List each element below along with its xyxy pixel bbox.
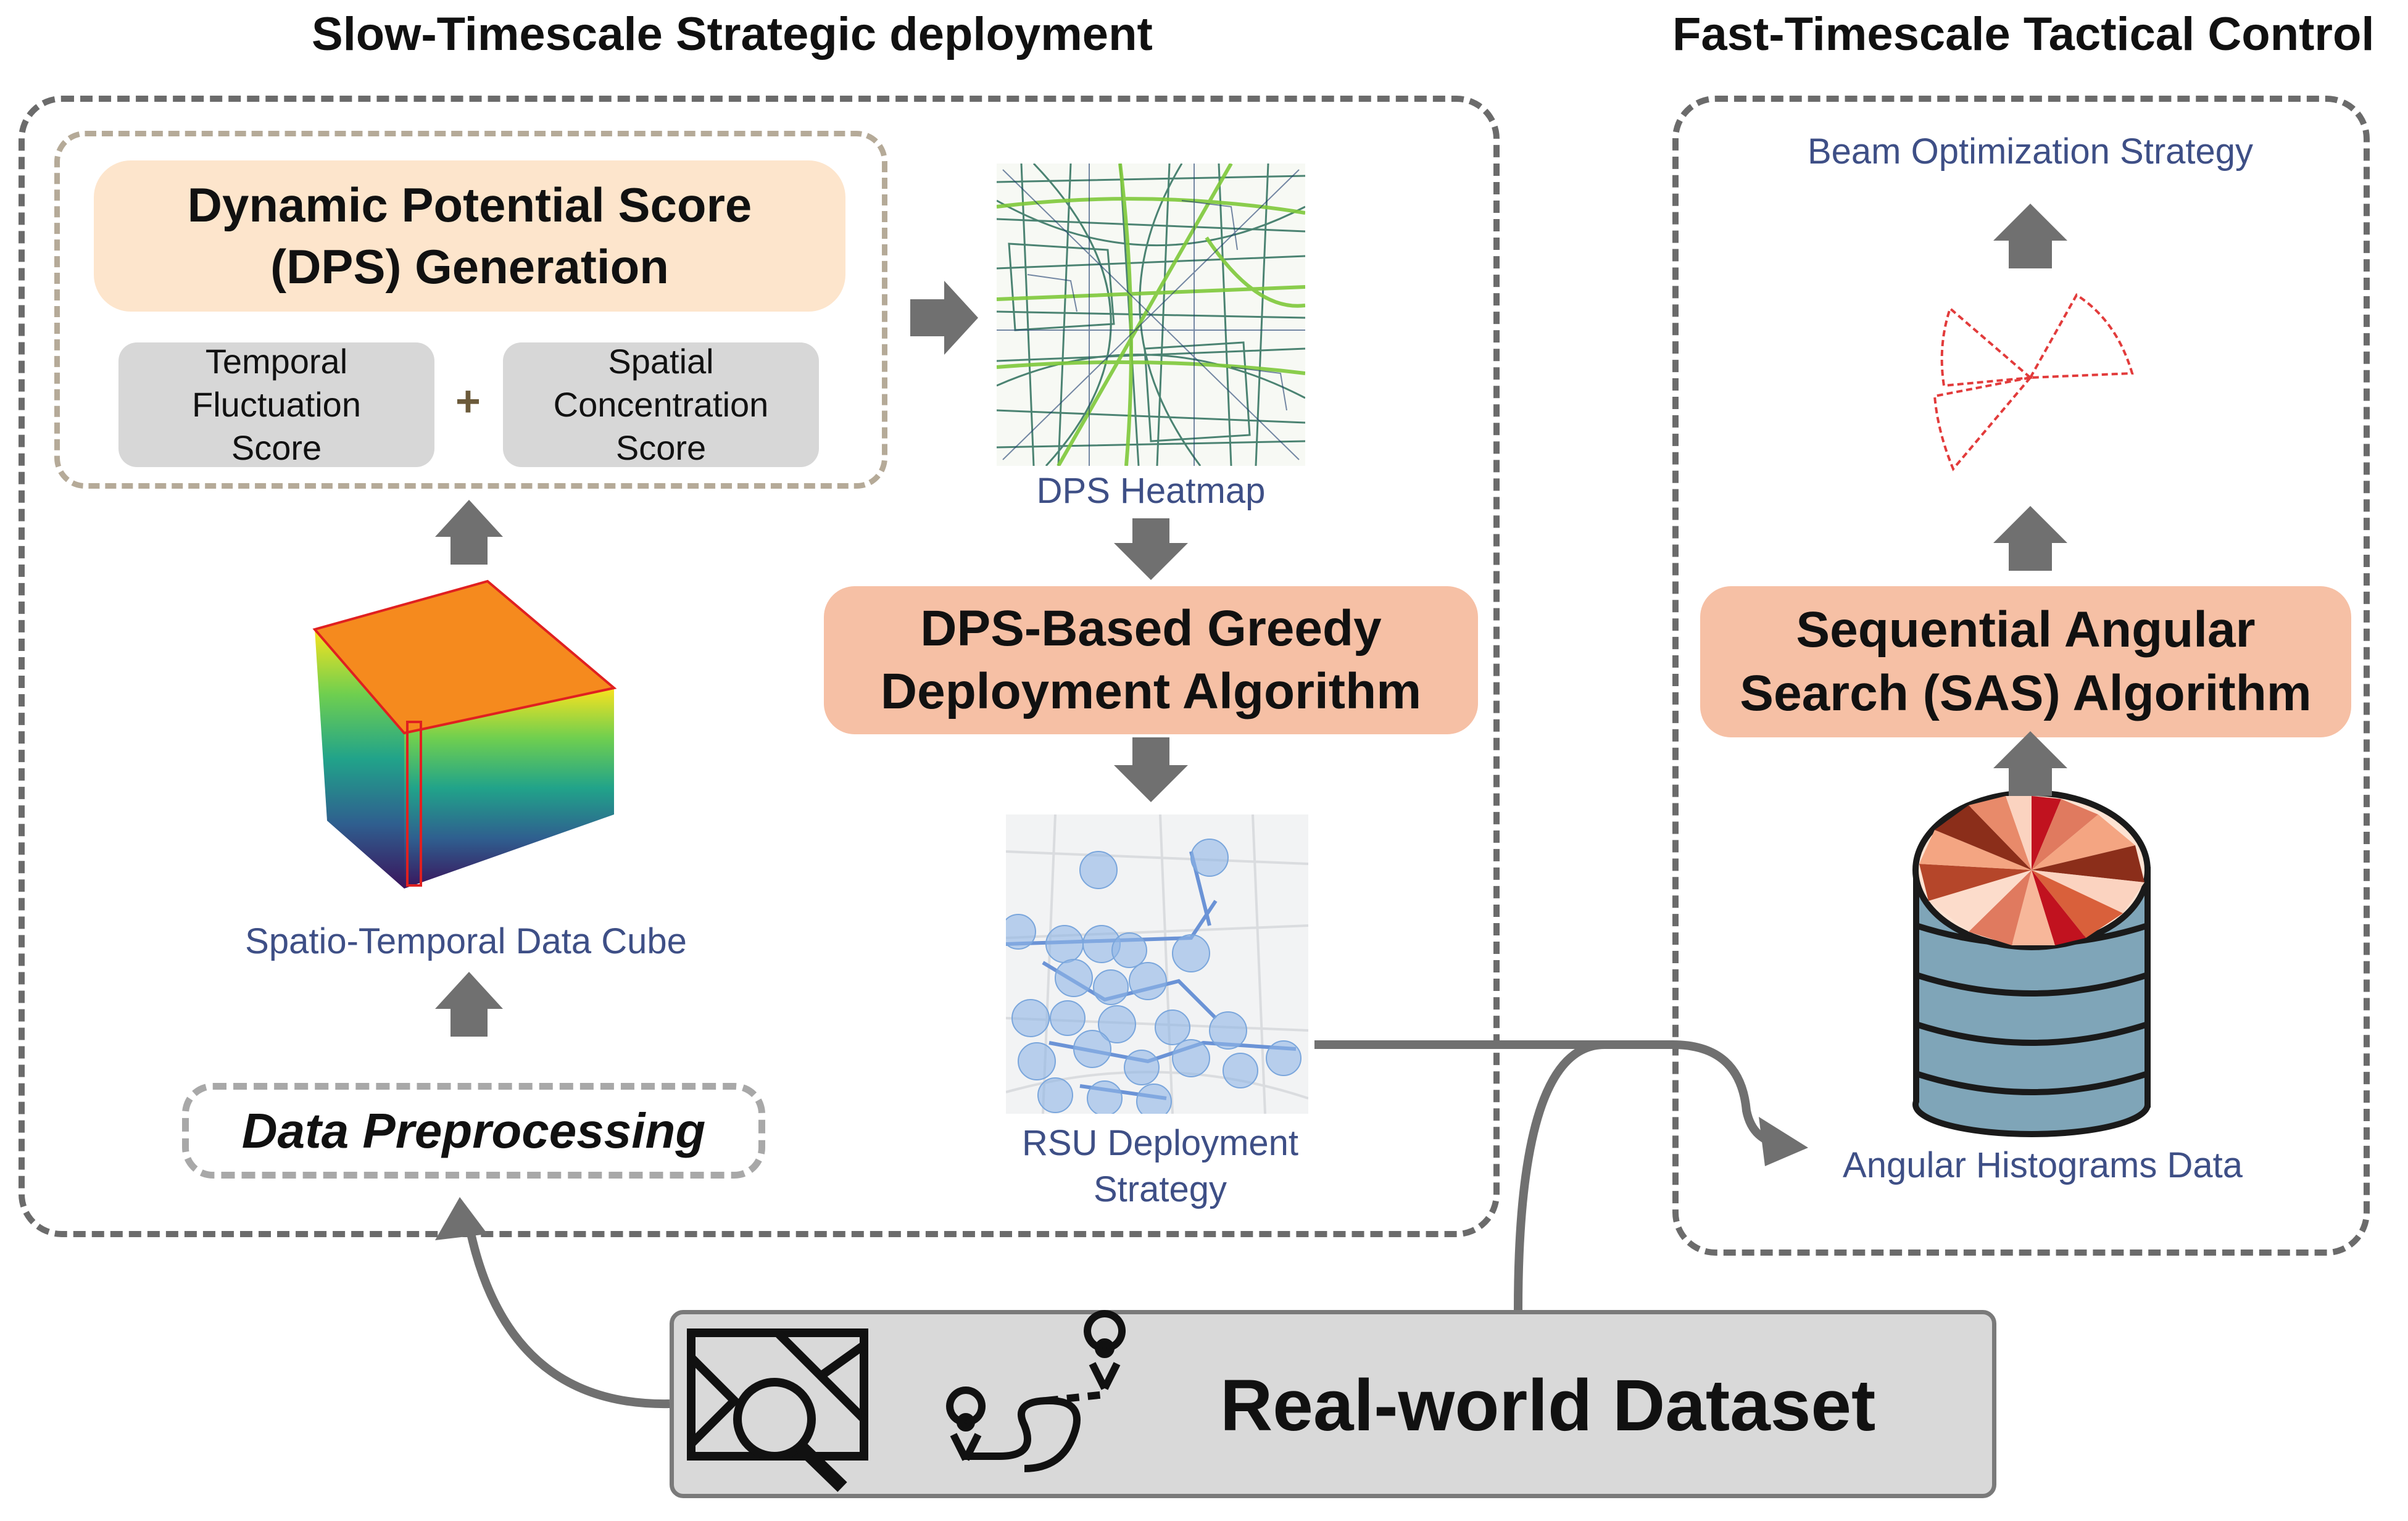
dps-generation-group (54, 131, 887, 489)
data-preprocessing-label: Data Preprocessing (241, 1103, 706, 1158)
real-world-dataset-box: Real-world Dataset (670, 1310, 1996, 1498)
temporal-fluctuation-score-box: Temporal Fluctuation Score (118, 342, 434, 467)
plus-sign: + (455, 377, 481, 425)
slow-timescale-title: Slow-Timescale Strategic deployment (312, 8, 1153, 60)
greedy-deployment-algorithm-box: DPS-Based Greedy Deployment Algorithm (824, 586, 1478, 734)
dps-heatmap-image (997, 164, 1305, 466)
fast-timescale-panel (1672, 96, 2370, 1256)
rsu-deployment-map-image (1006, 814, 1308, 1114)
spatial-concentration-score-box: Spatial Concentration Score (503, 342, 819, 467)
dps-generation-box: Dynamic Potential Score (DPS) Generation (94, 160, 845, 312)
real-world-dataset-label: Real-world Dataset (1220, 1365, 1876, 1446)
data-preprocessing-box: Data Preprocessing (182, 1083, 765, 1179)
dps-heatmap-label: DPS Heatmap (1036, 471, 1266, 511)
rsu-deployment-label: RSU Deployment Strategy (1021, 1123, 1299, 1210)
data-cube-label: Spatio-Temporal Data Cube (245, 921, 687, 961)
beam-optimization-label: Beam Optimization Strategy (1807, 131, 2254, 172)
slow-timescale-panel (19, 96, 1500, 1237)
fast-timescale-title: Fast-Timescale Tactical Control (1672, 8, 2375, 60)
angular-histograms-label: Angular Histograms Data (1843, 1145, 2243, 1185)
sas-algorithm-box: Sequential Angular Search (SAS) Algorith… (1700, 586, 2351, 737)
